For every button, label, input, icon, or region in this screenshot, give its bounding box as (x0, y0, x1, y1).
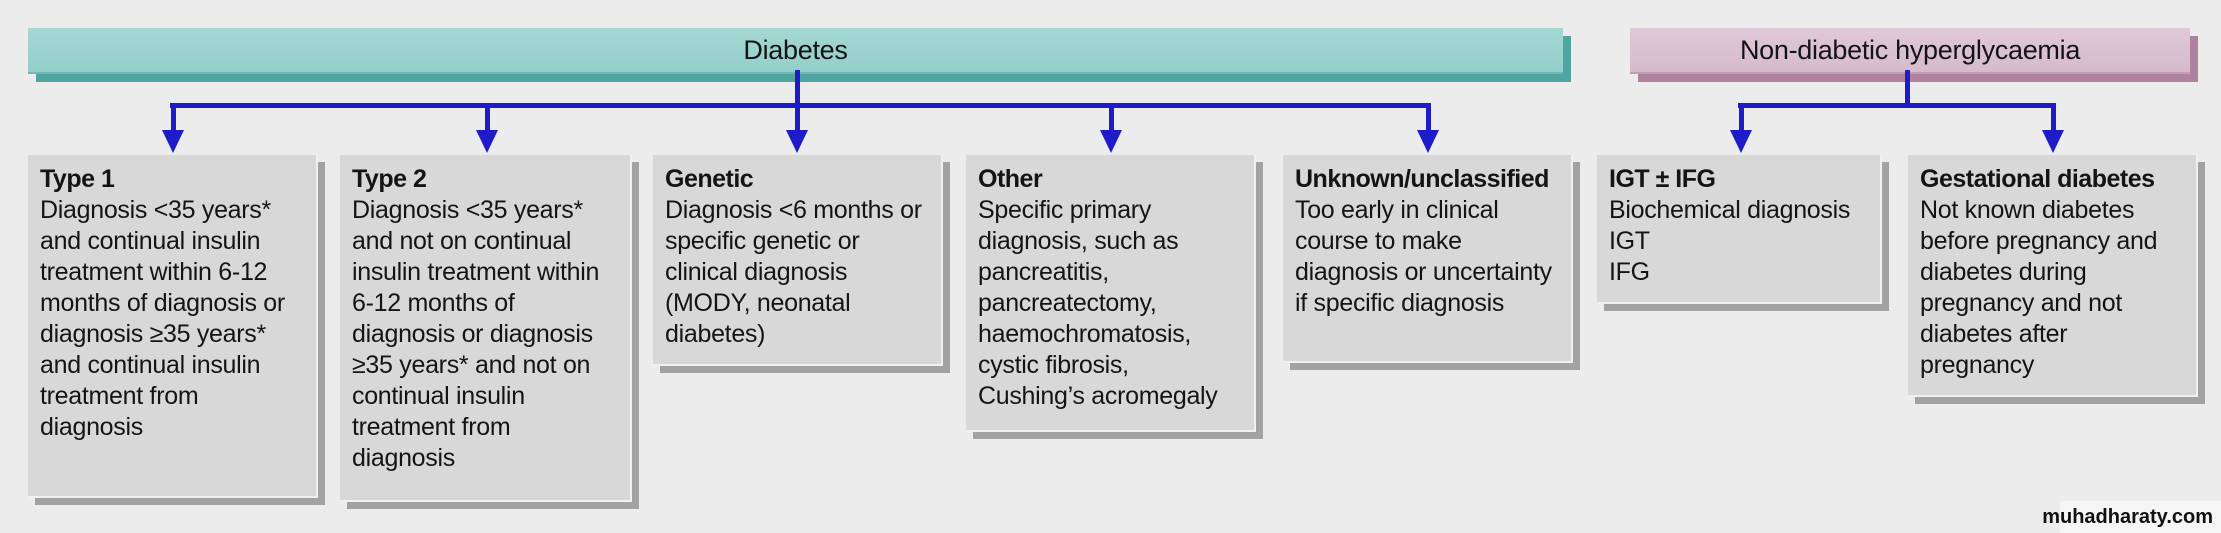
connector-hline-non-diabetic (1738, 103, 2056, 108)
box-genetic-title: Genetic (665, 165, 754, 193)
arrow-stem (2050, 103, 2056, 130)
arrow-down-genetic-icon (786, 103, 808, 153)
arrow-head (786, 130, 808, 153)
watermark-text: muhadharaty.com (2042, 505, 2213, 528)
box-gestational-diabetes-title: Gestational diabetes (1920, 165, 2155, 193)
box-genetic-body: Diagnosis <6 months or specific genetic … (665, 196, 922, 348)
box-unknown-unclassified-body: Too early in clinical course to make dia… (1295, 196, 1552, 317)
arrow-head (476, 130, 498, 153)
header-bar-diabetes: Diabetes (28, 28, 1563, 74)
arrow-head (1730, 130, 1752, 153)
arrow-down-gestational-icon (2042, 103, 2064, 153)
box-other-body: Specific primary diagnosis, such as panc… (978, 196, 1218, 410)
box-other-title: Other (978, 165, 1043, 193)
arrow-down-other-icon (1100, 103, 1122, 153)
box-type-2-title: Type 2 (352, 165, 427, 193)
box-type-2-body: Diagnosis <35 years* and not on continua… (352, 196, 600, 472)
box-unknown-unclassified: Unknown/unclassified Too early in clinic… (1283, 155, 1573, 363)
arrow-head (162, 130, 184, 153)
arrow-down-igt-ifg-icon (1730, 103, 1752, 153)
arrow-down-type-2-icon (476, 103, 498, 153)
connector-hline-diabetes (170, 103, 1431, 108)
box-gestational-diabetes: Gestational diabetes Not known diabetes … (1908, 155, 2198, 397)
connector-stem-diabetes (795, 70, 800, 105)
arrow-head (1100, 130, 1122, 153)
arrow-down-unknown-icon (1417, 103, 1439, 153)
arrow-head (1417, 130, 1439, 153)
arrow-down-type-1-icon (162, 103, 184, 153)
header-non-diabetic-label: Non-diabetic hyperglycaemia (1739, 34, 2081, 65)
box-genetic: Genetic Diagnosis <6 months or specific … (653, 155, 943, 366)
box-igt-ifg-body: Biochemical diagnosis IGT IFG (1609, 196, 1851, 286)
arrow-stem (170, 103, 176, 130)
box-type-1-title: Type 1 (40, 165, 115, 193)
box-type-1: Type 1 Diagnosis <35 years* and continua… (28, 155, 318, 498)
arrow-stem (1738, 103, 1744, 130)
box-type-1-body: Diagnosis <35 years* and continual insul… (40, 196, 285, 441)
box-igt-ifg: IGT ± IFG Biochemical diagnosis IGT IFG (1597, 155, 1882, 304)
arrow-stem (1108, 103, 1114, 130)
arrow-head (2042, 130, 2064, 153)
arrow-stem (794, 103, 800, 130)
header-bar-non-diabetic-hyperglycaemia: Non-diabetic hyperglycaemia (1630, 28, 2190, 74)
arrow-stem (1425, 103, 1431, 130)
arrow-stem (484, 103, 490, 130)
box-gestational-diabetes-body: Not known diabetes before pregnancy and … (1920, 196, 2158, 379)
header-diabetes-label: Diabetes (743, 34, 848, 65)
box-unknown-unclassified-title: Unknown/unclassified (1295, 165, 1549, 193)
box-other: Other Specific primary diagnosis, such a… (966, 155, 1256, 432)
watermark: muhadharaty.com (2042, 501, 2221, 533)
box-type-2: Type 2 Diagnosis <35 years* and not on c… (340, 155, 632, 502)
connector-stem-non-diabetic (1905, 70, 1910, 105)
box-igt-ifg-title: IGT ± IFG (1609, 165, 1716, 193)
